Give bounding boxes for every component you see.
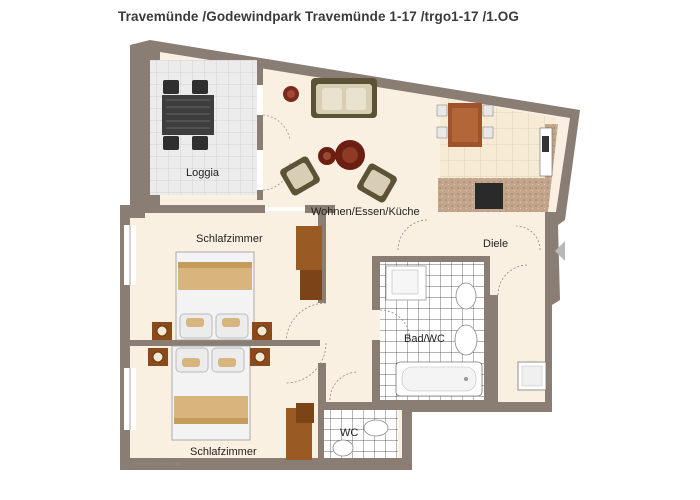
room-label-living: Wohnen/Essen/Küche [311,206,420,218]
sofa [311,78,377,118]
bed-top [152,251,272,341]
page-title: Travemünde /Godewindpark Travemünde 1-17… [118,9,519,24]
room-label-bedroom-bottom: Schlafzimmer [190,446,257,458]
armchair-right [357,163,397,203]
loggia-table [162,80,214,150]
loggia [150,60,291,200]
room-label-loggia: Loggia [186,167,220,179]
illustration-credit: Illustration: Gemme Grafik [135,461,181,466]
bed-bottom [148,345,270,441]
wardrobe-bottom [286,403,314,460]
room-label-bedroom-top: Schlafzimmer [196,233,263,245]
hall [397,219,565,406]
room-label-wc: WC [340,427,358,439]
armchair-left [280,156,320,196]
wall-living-bottom [145,205,335,213]
living-area [280,78,397,203]
room-label-bath: Bad/WC [404,333,445,345]
bathroom [372,256,490,406]
wc-room [318,371,404,460]
bedroom-divider [130,340,320,346]
kitchen-area [436,98,558,212]
left-windows [124,225,136,430]
room-label-hall: Diele [483,238,508,250]
wardrobe-top [296,226,322,300]
